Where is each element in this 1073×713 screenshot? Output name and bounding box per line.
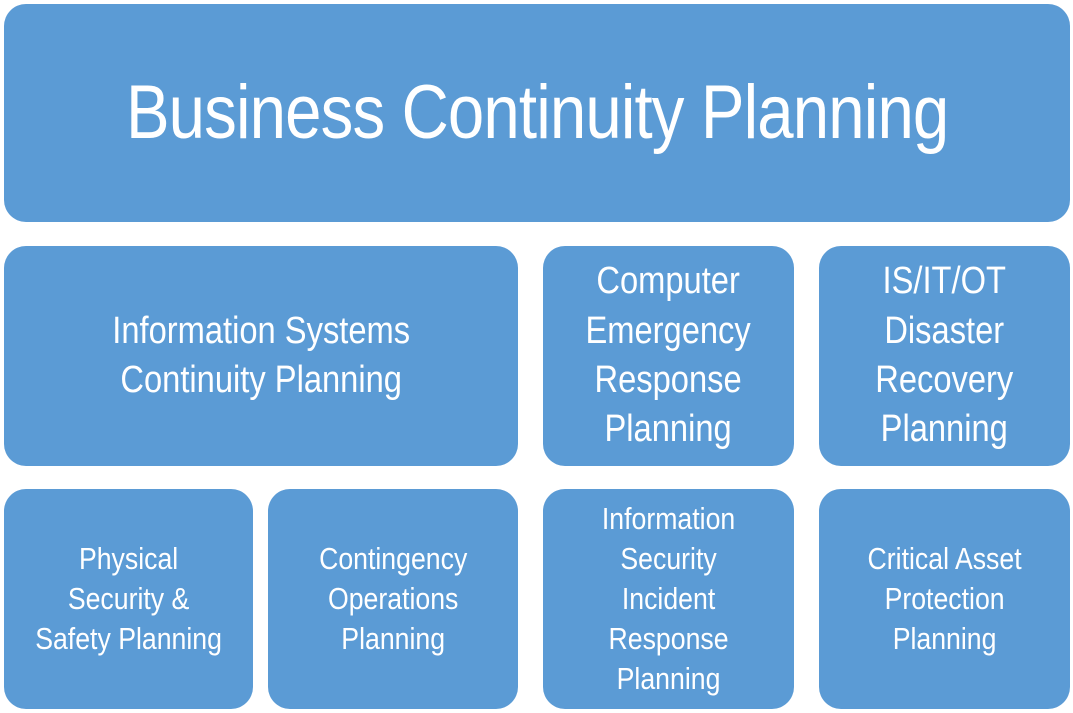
computer-emergency-response-planning-label: Computer Emergency Response Planning (585, 260, 752, 451)
contingency-operations-planning-label: Contingency Operations Planning (318, 541, 468, 656)
critical-asset-protection-planning-box: Critical Asset Protection Planning (819, 489, 1070, 709)
disaster-recovery-planning-box: IS/IT/OT Disaster Recovery Planning (819, 246, 1070, 466)
contingency-operations-planning-box: Contingency Operations Planning (268, 489, 518, 709)
critical-asset-protection-planning-label: Critical Asset Protection Planning (867, 541, 1022, 656)
information-security-incident-response-planning-box: Information Security Incident Response P… (543, 489, 794, 709)
information-security-incident-response-planning-label: Information Security Incident Response P… (601, 501, 736, 696)
disaster-recovery-planning-label: IS/IT/OT Disaster Recovery Planning (875, 260, 1014, 451)
physical-security-safety-planning-box: Physical Security & Safety Planning (4, 489, 253, 709)
information-systems-continuity-planning-box: Information Systems Continuity Planning (4, 246, 518, 466)
information-systems-continuity-planning-label: Information Systems Continuity Planning (112, 309, 410, 401)
physical-security-safety-planning-label: Physical Security & Safety Planning (35, 541, 222, 656)
business-continuity-planning-box: Business Continuity Planning (4, 4, 1070, 222)
computer-emergency-response-planning-box: Computer Emergency Response Planning (543, 246, 794, 466)
business-continuity-planning-label: Business Continuity Planning (125, 70, 949, 156)
